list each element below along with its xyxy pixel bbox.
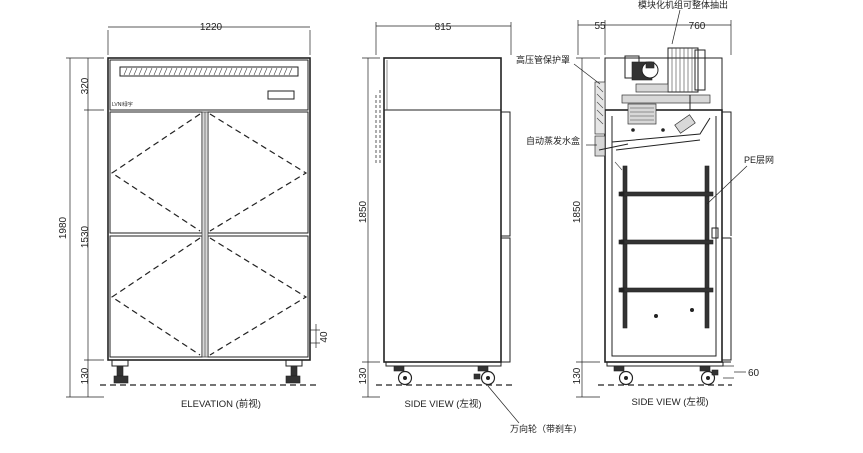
- side-depth-label: 815: [435, 22, 452, 33]
- elevation-height-dimensions: 1980 320 1530 130: [58, 57, 104, 398]
- section-caption: SIDE VIEW (左视): [631, 396, 708, 408]
- evaporator-section: [611, 103, 711, 151]
- elevation-width-label: 1220: [200, 22, 223, 33]
- section-base-label: 130: [572, 367, 583, 384]
- section-offset-label: 55: [594, 21, 606, 32]
- section-height-label: 1850: [572, 200, 583, 223]
- elevation-total-height-label: 1980: [58, 216, 69, 239]
- elevation-top-panel: [109, 59, 309, 111]
- pe-shelf-label: PE层网: [744, 155, 774, 165]
- section-depth-dimensions: 55 760: [577, 20, 732, 55]
- temperature-display: [267, 90, 295, 100]
- side-depth-dimension: 815: [375, 22, 512, 55]
- elevation-top-height-label: 320: [80, 77, 91, 94]
- section-height-dimensions: 1850 130: [572, 57, 600, 398]
- side-casters: [393, 365, 496, 386]
- side-view: 815 1850 130: [358, 22, 577, 435]
- elevation-gap-dimension: 40: [310, 324, 330, 348]
- section-cabinet: [604, 109, 723, 363]
- section-casters: [613, 365, 719, 386]
- elevation-cabinet: [107, 57, 311, 361]
- rear-pipe-cover: [594, 81, 629, 157]
- vent-grille: [119, 66, 299, 77]
- module-unit-label: 模块化机组可整体抽出: [638, 0, 728, 11]
- side-height-label: 1850: [358, 200, 369, 223]
- side-door-lower: [500, 237, 511, 363]
- compressor-unit: [621, 47, 711, 110]
- elevation-doors: [109, 111, 309, 358]
- elevation-caption: ELEVATION (前视): [181, 398, 261, 410]
- side-door-upper: [500, 111, 511, 237]
- hp-pipe-cover-label: 高压管保护罩: [516, 54, 570, 66]
- elevation-base-height-label: 130: [80, 367, 91, 384]
- elevation-view: 1220 LVNI绿宇: [58, 22, 330, 410]
- section-caster-label: 60: [748, 368, 760, 379]
- elevation-casters: [111, 359, 303, 384]
- side-cabinet: [383, 57, 502, 363]
- evaporation-box-label: 自动蒸发水盒: [526, 135, 580, 147]
- elevation-width-dimension: 1220: [107, 22, 311, 55]
- section-caster-dimension: 60: [723, 365, 760, 379]
- side-caption: SIDE VIEW (左视): [404, 398, 481, 410]
- side-base-label: 130: [358, 367, 369, 384]
- section-view: 55 760 模块化机组可整体抽出: [516, 0, 774, 408]
- pe-shelves: [614, 161, 719, 329]
- caster-label: 万向轮（带刹车): [510, 423, 577, 435]
- elevation-gap-label: 40: [319, 331, 330, 343]
- side-height-dimensions: 1850 130: [358, 57, 380, 398]
- elevation-door-height-label: 1530: [80, 225, 91, 248]
- caster-leader: [487, 385, 520, 424]
- brand-logo: LVNI绿宇: [112, 101, 133, 108]
- section-depth-label: 760: [689, 21, 706, 32]
